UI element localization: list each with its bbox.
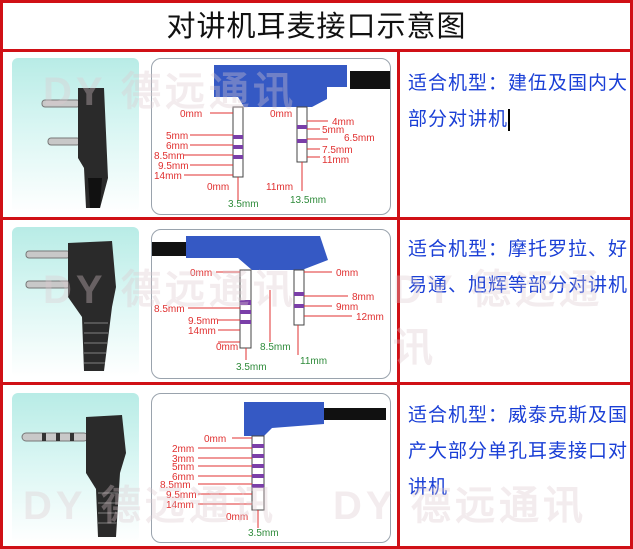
plug-photo-kenwood [12,58,139,213]
plug-pin-icon [21,432,89,442]
dim-label: 11mm [300,356,327,367]
dim-label: 14mm [154,171,182,182]
dim-label: 3.5mm [228,199,259,210]
text-cursor [508,109,511,131]
dim-label: 8.5mm [154,151,185,162]
dim-label: 9.5mm [166,490,197,501]
dim-label: 9.5mm [188,316,219,327]
dim-label: 13.5mm [290,195,326,206]
dim-label: 5mm [322,125,344,136]
divider-top [3,49,630,52]
plug-photo-motorola [12,227,139,377]
diagram-panel-kenwood: 0mm 5mm 6mm 8.5mm 9.5mm 14mm 4mm 5mm 6.5… [151,58,391,215]
column-divider [397,49,400,546]
divider-row1 [3,217,630,220]
dim-label: 0mm [204,434,226,445]
dim-label: 0mm [207,182,229,193]
dim-label: 8.5mm [160,480,191,491]
diagram-panel-motorola: 0mm 0mm 8.5mm 9.5mm 14mm 0mm 8mm 9mm 12m… [151,229,391,379]
plug-pin-icon [41,99,81,146]
dim-label: 7.5mm [322,145,353,156]
dim-label: 14mm [166,500,194,511]
dim-label: 3.5mm [236,362,267,373]
dim-label: 4mm [332,117,354,128]
dim-label: 2mm [172,444,194,455]
dim-label: 6.5mm [344,133,375,144]
dim-label: 9.5mm [158,161,189,172]
dim-label: 0mm [226,512,248,523]
divider-row2 [3,382,630,385]
dim-label: 8.5mm [154,304,185,315]
dim-label: 3mm [172,454,194,465]
dim-label: 8.5mm [260,342,291,353]
dim-label: 6mm [166,141,188,152]
plug-pin-icon [25,250,71,289]
row-description: 适合机型：摩托罗拉、好易通、旭辉等部分对讲机 [408,238,629,296]
diagram-panel-vertex: 0mm 2mm 3mm 5mm 6mm 8.5mm 9.5mm 14mm 0mm… [151,393,391,543]
dim-label: 3.5mm [248,528,279,539]
dim-label: 0mm [190,268,212,279]
dim-label: 0mm [216,342,238,353]
dim-label: 6mm [172,472,194,483]
dim-label: 5mm [172,462,194,473]
dim-label: 5mm [166,131,188,142]
page-title: 对讲机耳麦接口示意图 [166,9,467,43]
dim-label: 0mm [270,109,292,120]
dim-label: 9mm [336,302,358,313]
dim-label: 11mm [322,155,349,166]
dim-label: 12mm [356,312,384,323]
dim-label: 0mm [180,109,202,120]
dim-label: 14mm [188,326,216,337]
plug-photo-vertex [12,393,139,543]
row-description: 适合机型：建伍及国内大部分对讲机 [408,72,629,131]
dim-label: 0mm [336,268,358,279]
row-description: 适合机型：威泰克斯及国产大部分单孔耳麦接口对讲机 [408,404,629,498]
dim-label: 11mm [266,182,293,193]
dim-label: 8mm [352,292,374,303]
